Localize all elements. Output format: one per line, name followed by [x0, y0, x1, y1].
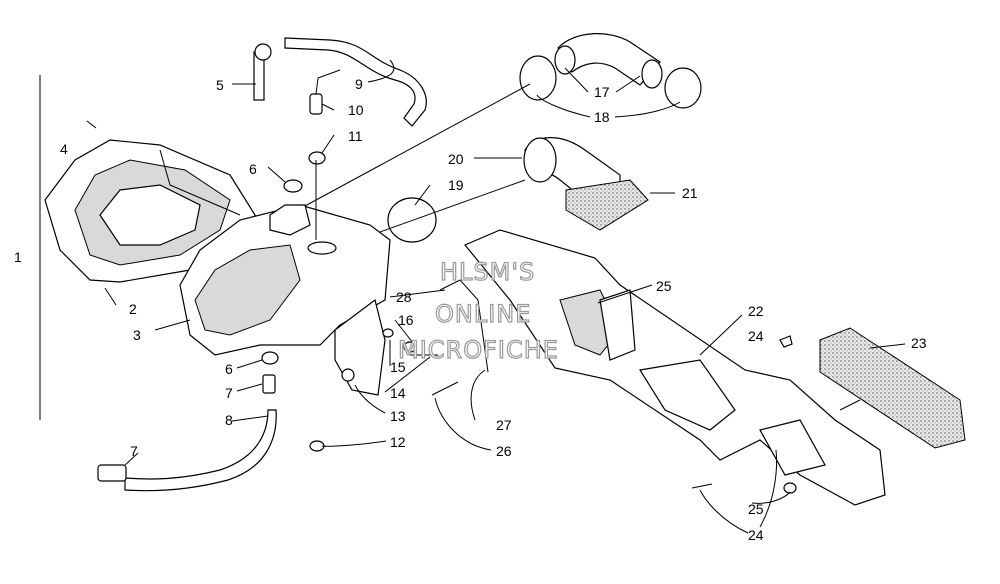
callout-labels: 1 2 3 4 5 6 6 7 7 8 9 10 11 12 13 14 15 …	[14, 76, 927, 543]
intake-silencer	[464, 229, 886, 506]
callout-5: 5	[216, 77, 224, 93]
callout-4: 4	[60, 141, 68, 157]
elbow-17	[519, 33, 702, 109]
callout-25-upper: 25	[656, 278, 672, 294]
callout-9: 9	[355, 76, 363, 92]
callout-6-upper: 6	[249, 161, 257, 177]
watermark-line-2: ONLINE	[435, 300, 531, 328]
callout-7-upper: 7	[225, 385, 233, 401]
callout-26: 26	[496, 443, 512, 459]
callout-14: 14	[390, 385, 406, 401]
callout-17: 17	[594, 84, 610, 100]
callout-13: 13	[390, 408, 406, 424]
callout-3: 3	[133, 327, 141, 343]
callout-21: 21	[682, 185, 698, 201]
leader-lines	[86, 59, 906, 534]
mount-bracket	[334, 298, 386, 396]
drain-hose	[97, 409, 277, 492]
watermark: HLSM'S ONLINE MICROFICHE	[397, 257, 559, 364]
callout-15: 15	[390, 359, 406, 375]
callout-20: 20	[448, 151, 464, 167]
callout-12: 12	[390, 434, 406, 450]
callout-19: 19	[448, 177, 464, 193]
airbox-body	[179, 204, 391, 356]
airbox-cover	[44, 139, 256, 283]
watermark-line-1: HLSM'S	[440, 258, 535, 286]
callout-16: 16	[398, 312, 414, 328]
strap-line	[439, 279, 489, 373]
vent-tube	[253, 37, 427, 127]
callout-7-lower: 7	[130, 443, 138, 459]
callout-23: 23	[911, 335, 927, 351]
callout-18: 18	[594, 109, 610, 125]
foam-filter	[819, 327, 966, 449]
callout-6-lower: 6	[225, 361, 233, 377]
callout-8: 8	[225, 412, 233, 428]
callout-24-lower: 24	[748, 527, 764, 543]
callout-28: 28	[396, 289, 412, 305]
callout-25-lower: 25	[748, 501, 764, 517]
callout-22: 22	[748, 303, 764, 319]
callout-1: 1	[14, 249, 22, 265]
callout-11: 11	[348, 128, 363, 144]
callout-2: 2	[129, 301, 137, 317]
elbow-20	[387, 137, 649, 243]
callout-10: 10	[348, 102, 364, 118]
callout-24-upper: 24	[748, 328, 764, 344]
callout-27: 27	[496, 417, 512, 433]
watermark-line-3: MICROFICHE	[398, 336, 559, 364]
